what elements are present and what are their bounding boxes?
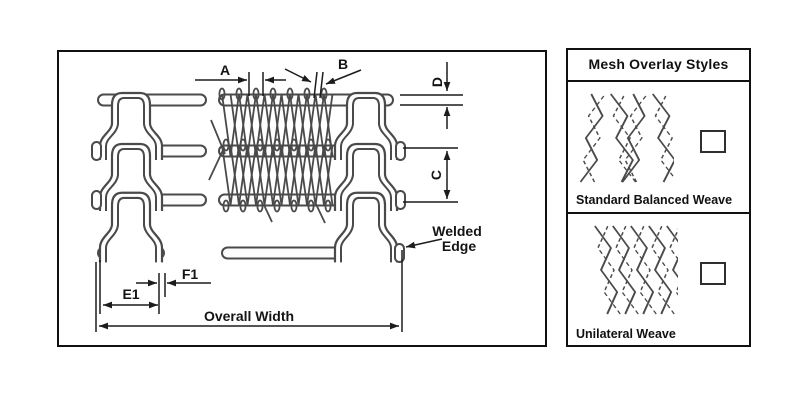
dimension-overall-width	[95, 250, 403, 332]
dimension-a	[195, 72, 286, 96]
dim-label-e1: E1	[122, 286, 139, 302]
dimension-b	[284, 68, 362, 99]
loose-wire-end	[314, 201, 326, 224]
dim-label-d: D	[429, 77, 445, 87]
standard-balanced-weave-pattern-icon	[579, 93, 674, 183]
left-weld-beads	[91, 141, 102, 210]
belt-diagram: A B D C E1 F1 Overall Width Welded Edge	[91, 56, 482, 332]
dimension-d	[400, 62, 463, 129]
left-edge-links	[91, 91, 164, 264]
coil-loops-top-rod	[218, 87, 328, 101]
welded-edge-leader	[405, 238, 443, 249]
loose-wire-end	[263, 204, 273, 223]
welded-edge-label-line1: Welded	[432, 223, 482, 239]
dimension-c	[403, 147, 458, 203]
standard-balanced-weave-label: Standard Balanced Weave	[576, 193, 733, 207]
standard-balanced-weave-checkbox[interactable]	[700, 130, 726, 153]
dim-label-overall-width: Overall Width	[204, 308, 294, 324]
unilateral-weave-label: Unilateral Weave	[576, 327, 676, 341]
spiral-mesh	[208, 87, 334, 224]
style-row-unilateral: Unilateral Weave	[568, 214, 749, 346]
welded-edge-label-line2: Edge	[442, 238, 476, 254]
dimension-e1	[99, 260, 158, 314]
dim-label-f1: F1	[182, 266, 199, 282]
welded-edge-beads	[394, 141, 406, 263]
unilateral-weave-checkbox[interactable]	[700, 262, 726, 285]
belt-diagram-frame: A B D C E1 F1 Overall Width Welded Edge	[57, 50, 547, 347]
right-edge-links	[333, 91, 406, 264]
loose-wire-end	[208, 147, 225, 181]
unilateral-weave-pattern-icon	[594, 225, 678, 315]
dim-label-c: C	[428, 170, 444, 180]
loose-wire-end	[210, 119, 226, 155]
dim-label-a: A	[220, 62, 230, 78]
style-row-standard-balanced: Standard Balanced Weave	[568, 82, 749, 214]
dimension-f1	[136, 273, 211, 314]
coil-loops-lower-rod	[222, 199, 332, 213]
panel-title: Mesh Overlay Styles	[568, 50, 749, 82]
mesh-overlay-styles-panel: Mesh Overlay Styles	[566, 48, 751, 347]
coil-loops-middle-rod	[222, 138, 332, 152]
dim-label-b: B	[338, 56, 348, 72]
